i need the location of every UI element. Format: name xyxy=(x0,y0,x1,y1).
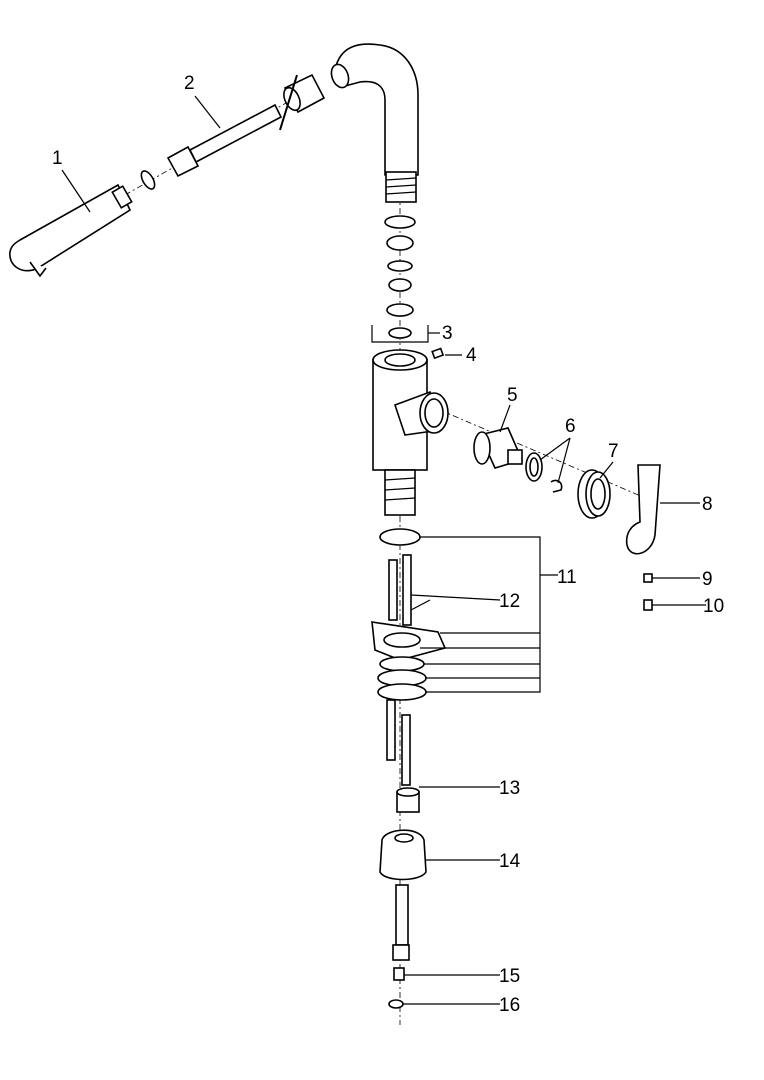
washer xyxy=(388,999,404,1009)
part-label-9: 9 xyxy=(702,569,713,590)
lower-tube xyxy=(395,884,409,946)
spout xyxy=(330,43,419,203)
part-label-2: 2 xyxy=(184,73,195,94)
part-label-1: 1 xyxy=(52,148,63,169)
part-label-3: 3 xyxy=(442,323,453,344)
plug xyxy=(643,599,653,611)
lever-handle xyxy=(625,464,661,555)
mixer-body xyxy=(372,349,449,516)
part-label-13: 13 xyxy=(499,778,520,799)
part-label-6: 6 xyxy=(565,416,576,437)
grub-screw xyxy=(643,573,653,583)
cartridge xyxy=(473,427,524,469)
part-label-10: 10 xyxy=(703,596,724,617)
part-label-12: 12 xyxy=(499,591,520,612)
fixing-nut xyxy=(396,787,420,813)
part-label-14: 14 xyxy=(499,851,521,872)
part-label-5: 5 xyxy=(507,385,518,406)
mounting-seals xyxy=(371,528,447,701)
part-label-7: 7 xyxy=(608,441,619,462)
cartridge-axis xyxy=(439,409,651,501)
hose xyxy=(140,103,283,190)
part-label-8: 8 xyxy=(702,494,713,515)
filter xyxy=(393,967,405,981)
supply-hoses xyxy=(386,554,412,786)
part-label-11: 11 xyxy=(557,567,577,588)
part-label-15: 15 xyxy=(499,966,520,987)
screw xyxy=(431,347,445,360)
hand-shower xyxy=(9,183,133,278)
lower-fitting xyxy=(392,944,410,961)
cartridge-clip xyxy=(525,452,563,493)
spout-connector xyxy=(279,73,326,131)
part-label-4: 4 xyxy=(466,345,477,366)
cover-nut xyxy=(577,469,611,519)
leader-lines xyxy=(61,95,706,1005)
part-label-16: 16 xyxy=(499,995,520,1016)
fixing-block xyxy=(379,829,427,881)
